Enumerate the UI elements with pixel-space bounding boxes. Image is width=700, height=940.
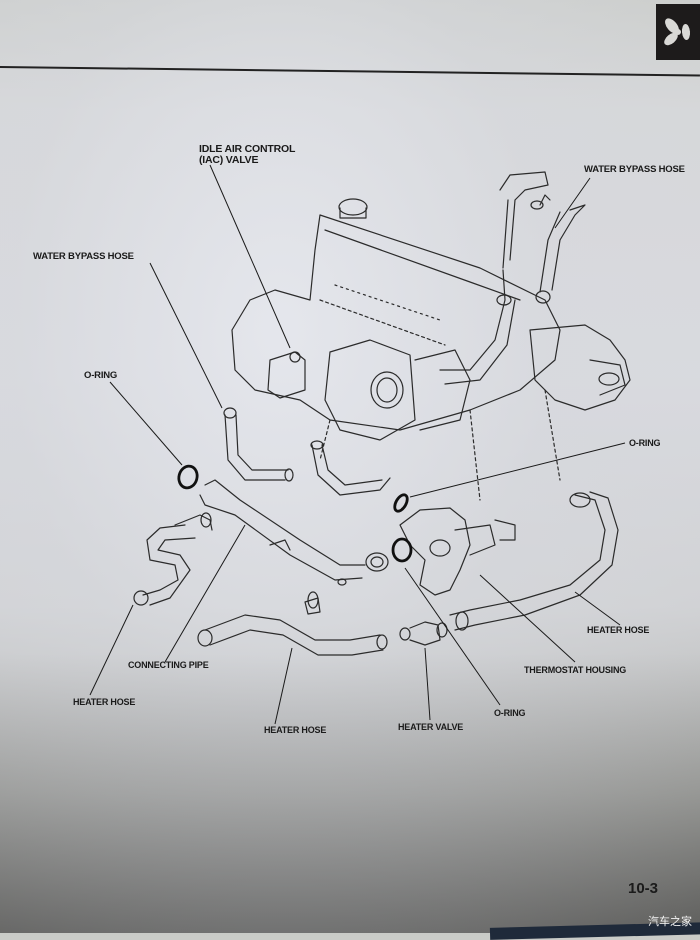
page-number: 10-3 (628, 880, 659, 897)
callout-thermostat-housing: THERMOSTAT HOUSING (524, 665, 627, 675)
heater-hose-left-part (133, 524, 196, 606)
thermostat-housing-part (304, 507, 516, 615)
engine-assembly (223, 171, 631, 501)
callout-iac-valve: IDLE AIR CONTROL (IAC) VALVE (199, 144, 295, 166)
callout-heater-hose-right: HEATER HOSE (587, 625, 650, 635)
callout-o-ring-left: O-RING (84, 370, 118, 381)
leader-water-bypass-hose-left (149, 262, 223, 409)
o-ring-right-part (393, 493, 409, 513)
connecting-pipe-part (174, 479, 389, 586)
callout-heater-hose-center: HEATER HOSE (264, 725, 327, 735)
leader-heater-hose-right (574, 591, 621, 626)
leader-o-ring-right (409, 442, 626, 498)
callout-o-ring-right: O-RING (629, 438, 661, 448)
callout-water-bypass-hose-left: WATER BYPASS HOSE (33, 251, 134, 262)
o-ring-bottom-part (391, 537, 413, 563)
o-ring-left-part (177, 464, 199, 490)
leader-heater-hose-left (89, 604, 134, 696)
watermark: 汽车之家 (648, 915, 692, 928)
heater-valve-part (399, 621, 448, 646)
leader-connecting-pipe (164, 524, 246, 663)
leader-water-bypass-hose-right (554, 177, 591, 229)
callout-o-ring-bottom: O-RING (494, 708, 526, 718)
callout-iac-valve-line1: IDLE AIR CONTROL (199, 143, 296, 155)
callout-heater-hose-left: HEATER HOSE (73, 697, 136, 707)
callout-iac-valve-line2: (IAC) VALVE (199, 154, 259, 166)
callout-heater-valve: HEATER VALVE (398, 722, 464, 732)
callout-connecting-pipe: CONNECTING PIPE (128, 660, 209, 670)
leader-o-ring-bottom (404, 567, 501, 706)
leader-iac-valve (209, 164, 291, 349)
heater-hose-right-part (449, 491, 619, 631)
leader-heater-valve (424, 647, 431, 721)
leader-thermostat-housing (479, 574, 576, 663)
section-tab (656, 4, 700, 60)
leader-o-ring-left (109, 381, 183, 466)
heater-hose-center-part (197, 614, 388, 656)
callout-water-bypass-hose-right: WATER BYPASS HOSE (584, 164, 685, 175)
leader-heater-hose-center (274, 647, 293, 725)
fan-icon (664, 18, 691, 46)
